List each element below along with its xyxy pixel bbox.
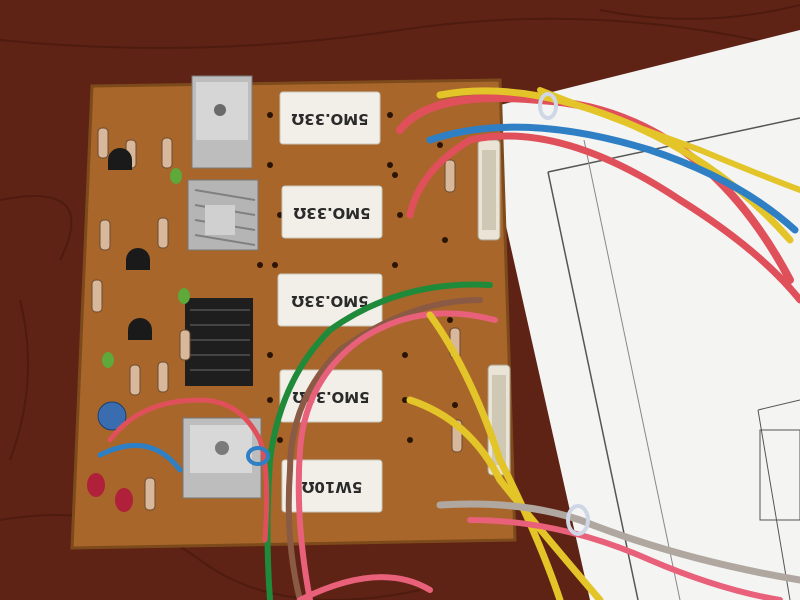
cable-ties bbox=[246, 92, 590, 536]
resistor-label: 5MO.33Ω bbox=[293, 204, 370, 222]
resistor-label: 5MO.33Ω bbox=[291, 292, 368, 310]
resistor-label: 5W10Ω bbox=[301, 478, 362, 496]
power-resistor-5: 5W10Ω bbox=[281, 459, 383, 513]
heatsink-black bbox=[185, 298, 253, 386]
heatsink-top bbox=[191, 75, 253, 169]
wire-bundle-bottom bbox=[297, 500, 800, 600]
wire-red-left bbox=[97, 397, 270, 543]
fuse-holder-top bbox=[477, 139, 501, 241]
wire-bundle-center bbox=[264, 281, 604, 600]
heatsink-finned bbox=[187, 179, 259, 251]
power-resistor-3: 5MO.33Ω bbox=[277, 273, 383, 327]
power-resistor-2: 5MO.33Ω bbox=[281, 185, 383, 239]
resistor-label: 5MO.33Ω bbox=[291, 110, 368, 128]
wire-bundle-top bbox=[396, 87, 800, 304]
capacitors bbox=[87, 168, 190, 512]
power-resistor-1: 5MO.33Ω bbox=[279, 91, 381, 145]
transistors bbox=[108, 148, 152, 340]
